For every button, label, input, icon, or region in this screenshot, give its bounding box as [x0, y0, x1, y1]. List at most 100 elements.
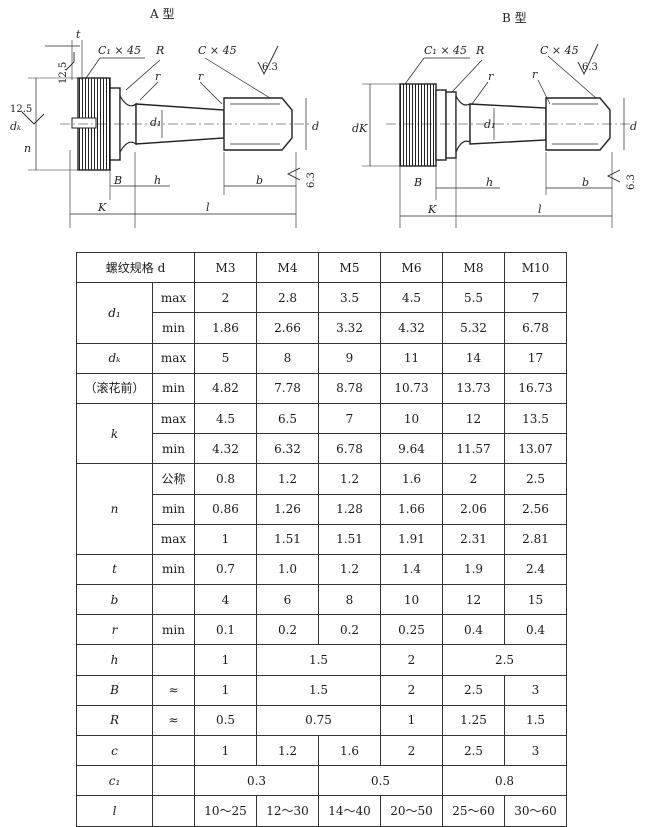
dim-b-b: b	[582, 176, 589, 189]
table-row: k max 4.5 6.5 7 10 12 13.5	[76, 402, 567, 465]
dim-d1: d₁	[150, 116, 161, 129]
table-row: dₖ max 5 8 9 11 14 17	[76, 342, 567, 374]
cell: 6.5	[256, 402, 319, 435]
param-h: h	[76, 644, 153, 676]
param-d1: d₁	[76, 282, 153, 344]
cell: 2.31	[442, 523, 505, 555]
cell: 1.0	[256, 553, 319, 586]
param-dk: dₖ	[76, 342, 153, 374]
cell: 12	[442, 402, 505, 435]
dim-d-b: d	[630, 120, 637, 133]
cell: 2	[380, 734, 443, 767]
cell: 2.4	[504, 553, 567, 586]
dim-cx45: C × 45	[198, 44, 237, 57]
cell: 3	[504, 734, 567, 767]
cell: 9.64	[380, 433, 443, 465]
dim-r-1: r	[155, 70, 161, 83]
dim-l-b: l	[538, 203, 542, 216]
cell: 8	[256, 342, 319, 374]
table-row: B ≈ 1 1.5 2 2.5 3	[76, 674, 567, 706]
cell: 17	[504, 342, 567, 374]
cell: 0.8	[194, 463, 257, 495]
cell: 1.91	[380, 523, 443, 555]
cell: 6	[256, 584, 319, 616]
cell: 7	[318, 402, 381, 435]
cell: 0.5	[318, 765, 443, 797]
cell: 1.51	[256, 523, 319, 555]
qualifier-approx: ≈	[152, 704, 195, 737]
header-label: 螺纹规格 d	[76, 251, 195, 284]
cell: 6.32	[256, 433, 319, 465]
rough-12-5-top: 12.5	[58, 62, 69, 84]
size-m3: M3	[194, 251, 257, 284]
cell: 1.6	[380, 463, 443, 495]
dim-dK-b: dΚ	[352, 122, 368, 135]
cell: 15	[504, 584, 567, 616]
table-row: d₁ max 2 2.8 3.5 4.5 5.5 7	[76, 282, 567, 344]
dim-R-b: R	[475, 44, 484, 57]
cell: 1.4	[380, 553, 443, 586]
param-l: l	[76, 795, 153, 827]
cell: 2.5	[442, 644, 567, 676]
cell: 1.2	[256, 463, 319, 495]
cell: 3.32	[318, 312, 381, 344]
cell: 0.4	[442, 614, 505, 646]
dim-c1x45: C₁ × 45	[98, 44, 141, 57]
rough-6-3-b-top: 6.3	[582, 62, 598, 73]
table-row: min 1.86 2.66 3.32 4.32 5.32 6.78	[77, 312, 567, 344]
type-b-view: B 型 C₁ × 45 R C × 45 r	[352, 11, 637, 228]
cell: 1	[194, 523, 257, 555]
qualifier-min: min	[152, 553, 195, 586]
qualifier-nominal: 公称	[152, 463, 195, 495]
type-b-title: B 型	[502, 11, 527, 25]
size-m8: M8	[442, 251, 505, 284]
cell: 2	[380, 644, 443, 676]
cell: 1.2	[318, 463, 381, 495]
cell: 1.2	[256, 734, 319, 767]
qualifier-min: min	[152, 312, 195, 344]
cell: 1	[194, 674, 257, 706]
cell: 8.78	[318, 372, 381, 404]
cell: 6.78	[318, 433, 381, 465]
qualifier-approx: ≈	[152, 674, 195, 706]
table-row: l 10～25 12～30 14～40 20～50 25～60 30～60	[76, 795, 567, 827]
qualifier-empty	[152, 584, 195, 616]
cell: 16.73	[504, 372, 567, 404]
table-row: c 1 1.2 1.6 2 2.5 3	[76, 734, 567, 767]
cell: 2.66	[256, 312, 319, 344]
cell: 4.5	[380, 282, 443, 314]
cell: 0.5	[194, 704, 257, 737]
dim-dk: dₖ	[10, 120, 21, 133]
dim-r-b-1: r	[488, 70, 494, 83]
cell: 11	[380, 342, 443, 374]
cell: 0.86	[194, 493, 257, 525]
cell: 1.6	[318, 734, 381, 767]
size-m4: M4	[256, 251, 319, 284]
param-B: B	[76, 674, 153, 706]
cell: 10～25	[194, 795, 257, 827]
rough-6-3-bottom: 6.3	[306, 172, 317, 188]
param-b: b	[76, 584, 153, 616]
cell: 9	[318, 342, 381, 374]
qualifier-max: max	[152, 523, 195, 555]
cell: 1	[380, 704, 443, 737]
size-m5: M5	[318, 251, 381, 284]
spec-table: 螺纹规格 d M3 M4 M5 M6 M8 M10 d₁ max 2 2.8 3…	[76, 251, 567, 827]
cell: 10.73	[380, 372, 443, 404]
cell: 5.32	[442, 312, 505, 344]
cell: 1.9	[442, 553, 505, 586]
cell: 13.73	[442, 372, 505, 404]
cell: 0.1	[194, 614, 257, 646]
qualifier-empty	[152, 644, 195, 676]
cell: 0.3	[194, 765, 319, 797]
cell: 14	[442, 342, 505, 374]
header-row: 螺纹规格 d M3 M4 M5 M6 M8 M10	[76, 251, 567, 284]
cell: 4.5	[194, 402, 257, 435]
cell: 3	[504, 674, 567, 706]
cell: 1.5	[256, 674, 381, 706]
table-row: t min 0.7 1.0 1.2 1.4 1.9 2.4	[76, 553, 567, 586]
cell: 25～60	[442, 795, 505, 827]
cell: 0.75	[256, 704, 381, 737]
cell: 0.8	[442, 765, 567, 797]
cell: 13.07	[504, 433, 567, 465]
